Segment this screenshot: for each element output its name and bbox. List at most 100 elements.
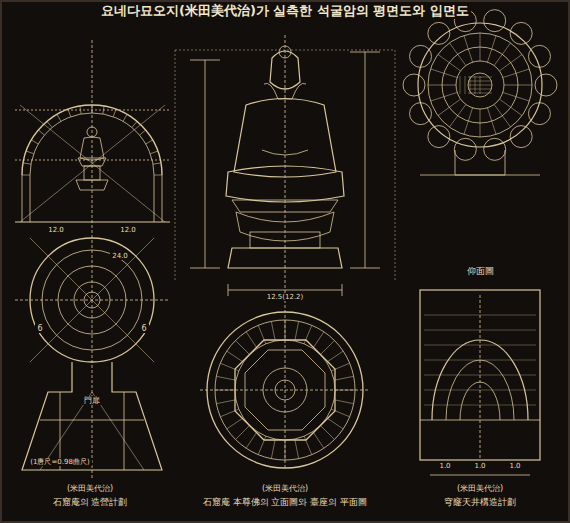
hatch-stroke	[465, 76, 466, 94]
hatch-stroke	[438, 54, 461, 70]
hatch-stroke	[246, 332, 257, 349]
hatch-stroke	[449, 104, 465, 127]
hatch-stroke	[424, 315, 536, 316]
hatch-stroke	[146, 140, 153, 144]
caption-note: (米田美代治)	[455, 484, 505, 493]
hatch-stroke	[327, 418, 344, 429]
hatch-stroke	[431, 69, 458, 78]
view-name: 仰面圖	[465, 266, 496, 276]
hatch-stroke	[26, 151, 34, 154]
hatch-stroke	[487, 108, 496, 135]
hatch-stroke	[258, 436, 266, 454]
survey-drawing	[15, 10, 557, 480]
hatch-stroke	[424, 405, 536, 406]
hatch-stroke	[31, 140, 38, 144]
hatch-stroke	[503, 92, 530, 101]
hatch-stroke	[57, 114, 61, 121]
lotus-petal	[535, 74, 557, 96]
hatch-stroke	[304, 436, 312, 454]
panel-caption: 穹窿天井構造計劃	[442, 497, 518, 507]
hatch-stroke	[123, 114, 127, 121]
lotus-petal	[410, 103, 432, 125]
lotus-petal	[454, 138, 476, 160]
hatch-stroke	[216, 400, 236, 404]
hatch-stroke	[503, 69, 530, 78]
hatch-stroke	[424, 330, 536, 331]
hatch-stroke	[295, 321, 299, 341]
hatch-stroke	[47, 121, 52, 127]
hatch-stroke	[38, 130, 44, 135]
hatch-stroke	[475, 76, 476, 94]
scale-note: (1唐尺=0.98曲尺)	[28, 458, 91, 466]
hatch-stroke	[480, 33, 481, 61]
hatch-stroke	[271, 439, 275, 459]
hatch-stroke	[227, 418, 244, 429]
lotus-petal	[403, 74, 425, 96]
title: 요네다묘오지(米田美代治)가 실측한 석굴암의 평면도와 입면도	[99, 4, 471, 19]
hatch-stroke	[494, 43, 510, 66]
hatch-stroke	[464, 36, 473, 63]
hatch-stroke	[285, 440, 286, 460]
lotus-petal	[428, 22, 450, 44]
hatch-stroke	[285, 320, 286, 340]
hatch-stroke	[150, 151, 158, 154]
dimension: 12.0	[118, 226, 138, 234]
hatch-stroke	[92, 105, 93, 113]
hatch-stroke	[438, 99, 461, 115]
hatch-stroke	[494, 104, 510, 127]
hatch-stroke	[295, 439, 299, 459]
hatch-stroke	[220, 409, 238, 417]
hatch-stroke	[449, 43, 465, 66]
caption-note: (米田美代治)	[65, 484, 115, 493]
hatch-stroke	[331, 363, 349, 371]
hatch-stroke	[23, 163, 31, 164]
hatch-stroke	[468, 93, 492, 94]
hatch-stroke	[216, 376, 236, 380]
hatch-stroke	[220, 363, 238, 371]
lotus-petal	[510, 126, 532, 148]
dimension: 12.0	[46, 226, 66, 234]
hatch-stroke	[139, 130, 145, 135]
hatch-stroke	[460, 76, 461, 94]
lotus-petal	[528, 103, 550, 125]
hatch-stroke	[246, 432, 257, 449]
hatch-stroke	[154, 175, 162, 176]
hatch-stroke	[334, 400, 354, 404]
hatch-stroke	[153, 163, 161, 164]
dimension: 6	[139, 324, 148, 333]
hatch-stroke	[313, 332, 324, 349]
hatch-stroke	[487, 36, 496, 63]
hatch-stroke	[499, 54, 522, 70]
caption-note: (米田美代治)	[260, 484, 310, 493]
hatch-stroke	[215, 390, 235, 391]
hatch-stroke	[480, 109, 481, 137]
lotus-petal	[510, 22, 532, 44]
dimension: 12.5(12.2)	[265, 293, 306, 301]
hatch-stroke	[320, 425, 334, 439]
lotus-petal	[428, 126, 450, 148]
hatch-stroke	[304, 325, 312, 343]
hatch-stroke	[431, 92, 458, 101]
hatch-stroke	[113, 109, 116, 117]
hatch-stroke	[236, 341, 250, 355]
hatch-stroke	[504, 85, 532, 86]
hatch-stroke	[424, 345, 536, 346]
hatch-stroke	[258, 325, 266, 343]
lotus-petal	[484, 138, 506, 160]
hatch-stroke	[424, 375, 536, 376]
hatch-stroke	[320, 341, 334, 355]
hatch-stroke	[313, 432, 324, 449]
hatch-stroke	[271, 321, 275, 341]
hatch-stroke	[22, 175, 30, 176]
hatch-stroke	[424, 360, 536, 361]
hatch-stroke	[68, 109, 71, 117]
hatch-stroke	[331, 409, 349, 417]
hatch-stroke	[236, 425, 250, 439]
dimension: 1.0	[507, 462, 522, 470]
dimension: 1.0	[472, 462, 487, 470]
hatch-stroke	[335, 390, 355, 391]
hatch-stroke	[327, 351, 344, 362]
panel-caption: 石窟庵 本尊佛의 立面圖와 臺座의 平面圖	[201, 497, 369, 507]
